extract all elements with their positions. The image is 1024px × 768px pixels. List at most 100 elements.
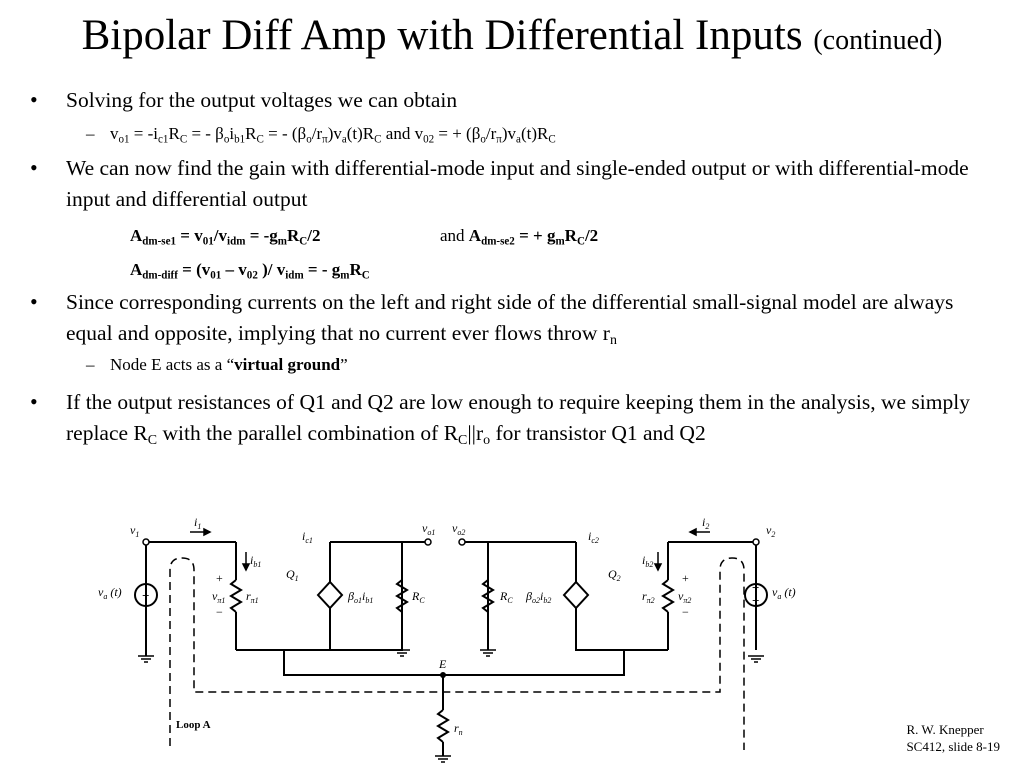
arrow-ib2: [653, 563, 663, 572]
label-rc2: R: [499, 589, 508, 603]
svg-text:v2: v2: [766, 523, 775, 539]
credit-slide-number: SC412, slide 8-19: [906, 739, 1000, 754]
svg-text:ic2: ic2: [588, 529, 599, 545]
bullet-marker: •: [30, 389, 38, 414]
terminal-vo1: [424, 538, 432, 546]
voltage-source-left: [134, 583, 158, 607]
svg-text:Q1: Q1: [286, 567, 299, 583]
svg-text:i2: i2: [702, 515, 709, 531]
label-rpi2: r: [642, 589, 647, 603]
label-ib2: i: [642, 553, 645, 567]
title-main: Bipolar Diff Amp with Differential Input…: [81, 12, 803, 59]
label-beta1-i-sub: b1: [365, 596, 373, 605]
svg-text:ib1: ib1: [250, 553, 261, 569]
label-ic2-sub: c2: [591, 536, 599, 545]
ground-icon: [138, 655, 154, 663]
label-rpi1-sub: π1: [251, 596, 259, 605]
source-right-plus: +: [752, 593, 759, 608]
svg-text:i1: i1: [194, 515, 201, 531]
b4-text-a: If the output resistances of Q1 and Q2 a…: [66, 390, 970, 445]
b4-text-c: with the parallel combination of R: [157, 421, 459, 445]
svg-text:RC: RC: [411, 589, 425, 605]
arrow-i1: [203, 527, 212, 537]
svg-text:RC: RC: [499, 589, 513, 605]
label-rc2-sub: C: [507, 596, 513, 605]
label-vo2-sub: o2: [457, 528, 465, 537]
label-va-left-t: (t): [107, 585, 121, 599]
label-rn: r: [454, 721, 459, 735]
bullet-output-resistance: If the output resistances of Q1 and Q2 a…: [66, 387, 996, 449]
terminal-vo2: [458, 538, 466, 546]
bullet-marker: •: [30, 155, 38, 180]
label-vpi2-sub: π2: [683, 596, 691, 605]
currents-text: Since corresponding currents on the left…: [66, 290, 954, 345]
label-vpi1: v: [212, 589, 218, 603]
label-minus-right: −: [682, 605, 689, 619]
label-v2-sub: 2: [771, 530, 775, 539]
svg-text:ic1: ic1: [302, 529, 313, 545]
bullet-marker: •: [30, 87, 38, 112]
svg-text:vπ1: vπ1: [212, 589, 225, 605]
small-signal-circuit-diagram: v1 i1 ib1 + vπ1 − rπ1 ic1 Q1 βo1ib1 RC v…: [98, 515, 796, 763]
b4-sub-b: C: [147, 433, 158, 449]
label-ib1: i: [250, 553, 253, 567]
label-beta2-sub: o2: [532, 596, 540, 605]
label-node-e: E: [438, 657, 447, 671]
equation-adm-se1: Adm-se1 = v01/vidm = -gmRC/2: [130, 226, 321, 248]
resistor-rc2: [481, 579, 495, 613]
virtual-ground-bold: virtual ground: [234, 355, 341, 374]
bullet-gain: We can now find the gain with differenti…: [66, 156, 969, 211]
bullet-marker: •: [30, 289, 38, 314]
bullet-solving: Solving for the output voltages we can o…: [66, 88, 458, 112]
node-suffix: ”: [340, 355, 348, 374]
ground-icon: [748, 655, 764, 663]
label-vpi2: v: [678, 589, 684, 603]
label-i1: i: [194, 515, 197, 529]
label-minus-left: −: [216, 605, 223, 619]
label-beta2-i-sub: b2: [543, 596, 551, 605]
source-left-minus: −: [142, 598, 149, 613]
svg-text:va (t): va (t): [772, 585, 796, 601]
label-rpi2-sub: π2: [647, 596, 655, 605]
label-loop-a: Loop A: [176, 719, 211, 731]
svg-text:v1: v1: [130, 523, 139, 539]
source-left-plus: +: [142, 588, 149, 603]
label-i2-sub: 2: [705, 522, 709, 531]
sub-bullet-marker: –: [86, 355, 95, 374]
resistor-rc1: [395, 579, 409, 613]
b4-sub-d: C: [458, 433, 468, 449]
svg-text:vo1: vo1: [422, 521, 435, 537]
dependent-source-q2: [562, 580, 590, 610]
voltage-source-right: [744, 583, 768, 607]
sub-bullet-marker: –: [86, 124, 95, 143]
svg-text:Q2: Q2: [608, 567, 621, 583]
label-va-right-t: (t): [781, 585, 795, 599]
label-ic1-sub: c1: [305, 536, 313, 545]
label-beta1-sub: o1: [354, 596, 362, 605]
terminal-v1: [142, 538, 150, 546]
svg-text:βo1ib1: βo1ib1: [347, 589, 373, 605]
label-beta1-i: i: [362, 589, 365, 603]
label-ib1-sub: b1: [253, 560, 261, 569]
rn-subscript: n: [609, 333, 617, 349]
label-vo2: v: [452, 521, 458, 535]
equation-and: and Adm-se2 = + gmRC/2: [440, 226, 599, 248]
label-q1: Q: [286, 567, 295, 581]
slide-title: Bipolar Diff Amp with Differential Input…: [0, 10, 1024, 67]
label-v1-sub: 1: [135, 530, 139, 539]
terminal-v2: [752, 538, 760, 546]
label-va-left-sub: a: [103, 592, 107, 601]
label-plus-right: +: [682, 571, 689, 585]
ground-icon: [480, 649, 496, 657]
loop-a-path: [169, 557, 745, 750]
label-q2: Q: [608, 567, 617, 581]
label-va-right: v: [772, 585, 778, 599]
label-ic1: i: [302, 529, 305, 543]
b4-text-e: ||r: [467, 421, 484, 445]
bullet-currents: Since corresponding currents on the left…: [66, 287, 996, 349]
svg-text:rπ2: rπ2: [642, 589, 655, 605]
label-ib2-sub: b2: [645, 560, 653, 569]
ground-icon: [394, 649, 410, 657]
label-vo1: v: [422, 521, 428, 535]
label-q2-sub: 2: [617, 574, 621, 583]
